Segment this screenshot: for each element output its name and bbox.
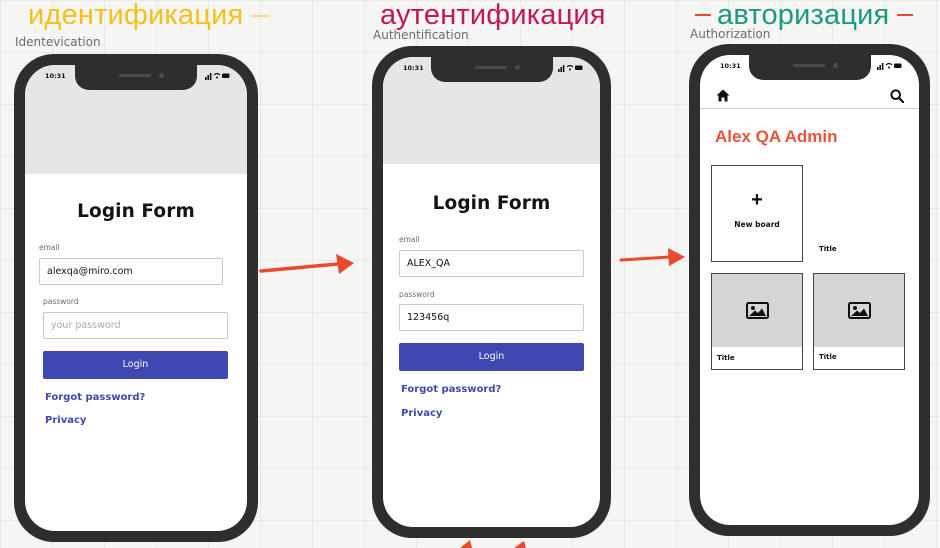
phone-screen: 10:31 Alex QA Admin + New board Title	[700, 55, 919, 525]
login-button[interactable]: Login	[43, 351, 228, 379]
privacy-link[interactable]: Privacy	[401, 408, 443, 419]
status-icons	[877, 62, 902, 70]
forgot-password-link[interactable]: Forgot password?	[401, 384, 502, 395]
form-title: Login Form	[77, 201, 195, 222]
status-time: 10:31	[45, 72, 66, 80]
image-icon	[848, 302, 871, 319]
heading-dash	[695, 14, 711, 16]
plus-icon: +	[751, 189, 763, 211]
password-label: password	[399, 290, 435, 299]
arrow-right-icon	[259, 254, 354, 274]
phone-screen: 10:31 Login Form email alexqa@miro.com p…	[25, 65, 247, 531]
board-title: Title	[819, 353, 837, 361]
top-nav-bar	[700, 82, 919, 109]
status-icons	[205, 72, 230, 80]
home-icon[interactable]	[716, 89, 730, 102]
status-time: 10:31	[403, 64, 424, 72]
page-title: Alex QA Admin	[715, 127, 838, 146]
heading-dash	[250, 15, 270, 17]
arrow-right-icon	[619, 248, 685, 266]
phone-notch	[748, 55, 871, 80]
status-icons	[558, 64, 583, 72]
new-board-card[interactable]: + New board	[711, 165, 803, 262]
board-card[interactable]: Title	[813, 273, 905, 370]
search-icon[interactable]	[890, 89, 904, 103]
email-field[interactable]: alexqa@miro.com	[39, 258, 223, 285]
phone-notch	[430, 57, 553, 82]
email-label: email	[39, 243, 60, 252]
heading-authentication: аутентификация	[380, 0, 606, 31]
password-field[interactable]: 123456q	[399, 304, 584, 331]
password-field[interactable]: your password	[43, 312, 228, 339]
heading-identification: идентификация	[28, 0, 244, 31]
new-board-label: New board	[734, 220, 780, 229]
phone-authentication: 10:31 Login Form email ALEX_QA password …	[372, 46, 611, 538]
heading-authorization: авторизация	[717, 0, 890, 31]
board-title: Title	[717, 354, 735, 362]
phone-notch	[75, 65, 197, 90]
board-title: Title	[819, 245, 837, 253]
login-button[interactable]: Login	[399, 343, 584, 371]
heading-dash	[897, 14, 913, 16]
form-title: Login Form	[432, 193, 551, 214]
phone-screen: 10:31 Login Form email ALEX_QA password …	[383, 57, 600, 527]
subheading-identification: Identevication	[15, 35, 101, 49]
board-card[interactable]: Title	[711, 273, 803, 370]
password-label: password	[43, 297, 79, 306]
email-field[interactable]: ALEX_QA	[399, 250, 584, 277]
board-thumbnail	[814, 274, 904, 347]
subheading-authorization: Authorization	[690, 27, 771, 41]
subheading-authentication: Authentification	[373, 28, 469, 42]
forgot-password-link[interactable]: Forgot password?	[45, 392, 146, 403]
status-time: 10:31	[720, 62, 741, 70]
board-thumbnail	[712, 274, 802, 347]
image-icon	[746, 302, 769, 319]
phone-identification: 10:31 Login Form email alexqa@miro.com p…	[14, 54, 258, 542]
phone-authorization: 10:31 Alex QA Admin + New board Title	[689, 44, 930, 536]
decorative-arrow-icon	[460, 540, 526, 548]
privacy-link[interactable]: Privacy	[45, 415, 87, 426]
email-label: email	[399, 235, 420, 244]
